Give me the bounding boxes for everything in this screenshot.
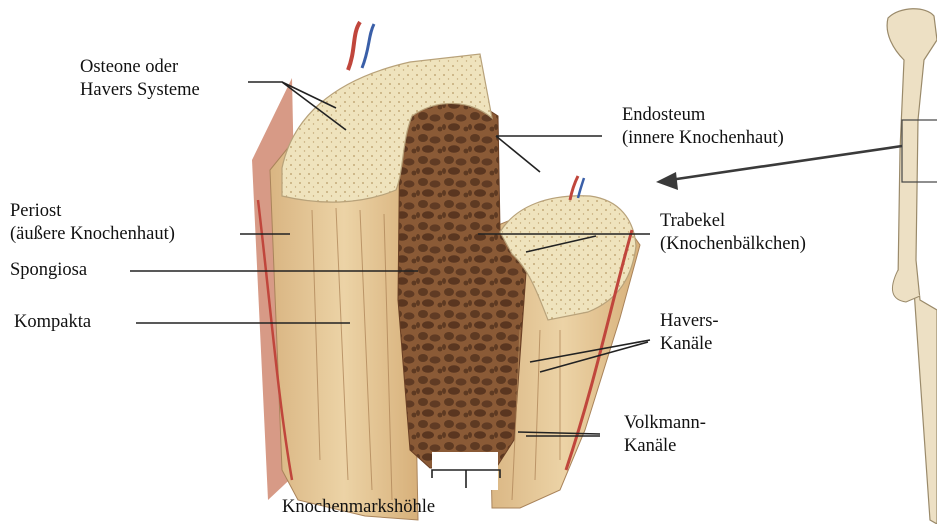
label-havers-kanaele: Havers- Kanäle bbox=[660, 310, 719, 356]
vessel-top bbox=[348, 22, 360, 70]
vessel-top-blue bbox=[362, 24, 374, 68]
label-periost: Periost (äußere Knochenhaut) bbox=[10, 200, 175, 246]
label-markhoehle-text: Knochenmarkshöhle bbox=[282, 496, 435, 519]
label-spongiosa: Spongiosa bbox=[10, 259, 87, 282]
label-endosteum: Endosteum (innere Knochenhaut) bbox=[622, 104, 784, 150]
label-trabekel-line1: Trabekel bbox=[660, 210, 806, 233]
arrow-femur-to-detail bbox=[656, 146, 902, 190]
spongy-bone bbox=[398, 98, 528, 468]
label-trabekel: Trabekel (Knochenbälkchen) bbox=[660, 210, 806, 256]
label-volkmann-kanaele: Volkmann- Kanäle bbox=[624, 412, 706, 458]
vessel-right-blue bbox=[578, 178, 584, 198]
label-endosteum-line2: (innere Knochenhaut) bbox=[622, 127, 784, 150]
label-periost-line2: (äußere Knochenhaut) bbox=[10, 223, 175, 246]
label-osteone-line2: Havers Systeme bbox=[80, 79, 200, 102]
label-endosteum-line1: Endosteum bbox=[622, 104, 784, 127]
label-volkmann-line1: Volkmann- bbox=[624, 412, 706, 435]
label-osteone-line1: Osteone oder bbox=[80, 56, 200, 79]
label-kompakta: Kompakta bbox=[14, 311, 91, 334]
label-havers-line1: Havers- bbox=[660, 310, 719, 333]
femur-illustration bbox=[887, 9, 937, 524]
label-periost-line1: Periost bbox=[10, 200, 175, 223]
label-volkmann-line2: Kanäle bbox=[624, 435, 706, 458]
label-spongiosa-text: Spongiosa bbox=[10, 259, 87, 282]
label-osteone: Osteone oder Havers Systeme bbox=[80, 56, 200, 102]
marrow-cavity bbox=[432, 452, 498, 490]
label-markhoehle: Knochenmarkshöhle bbox=[282, 496, 435, 519]
label-kompakta-text: Kompakta bbox=[14, 311, 91, 334]
label-havers-line2: Kanäle bbox=[660, 333, 719, 356]
label-trabekel-line2: (Knochenbälkchen) bbox=[660, 233, 806, 256]
